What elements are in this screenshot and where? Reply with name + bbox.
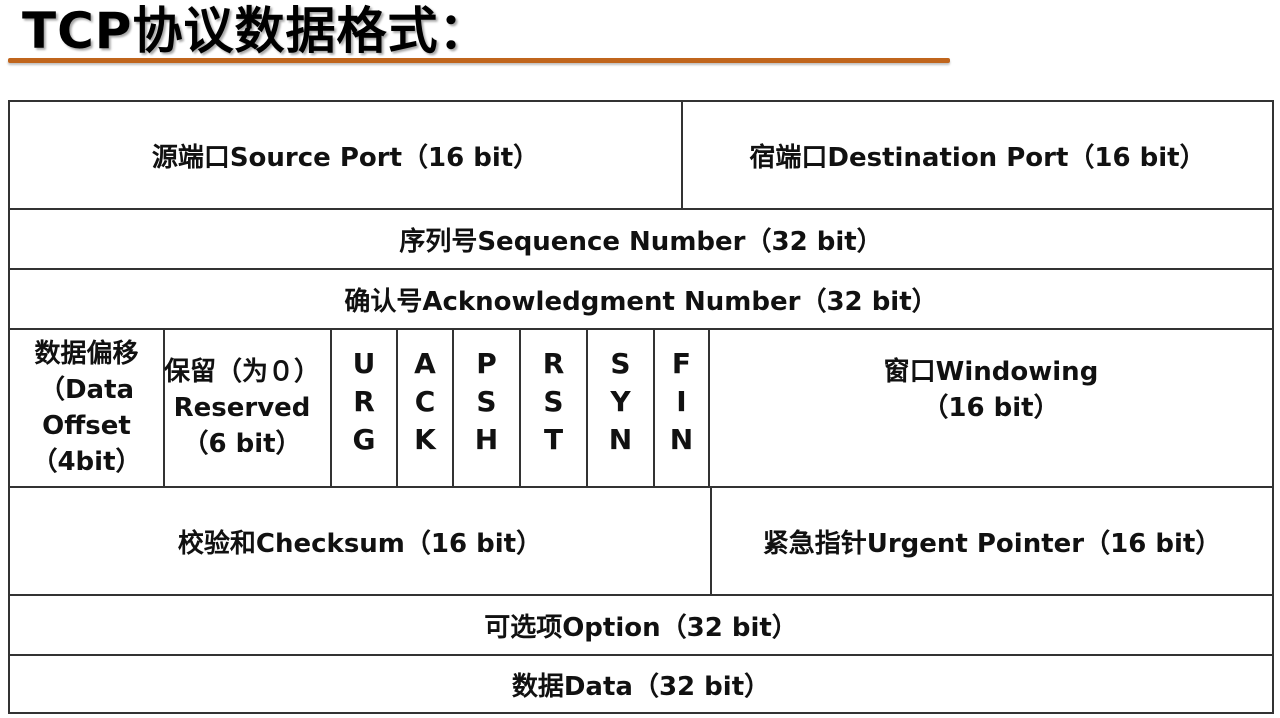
flag-ack: A C K [398,324,452,480]
window-line: 窗口Windowing [883,357,1099,387]
col-divider [330,328,332,486]
flag-letter: I [676,385,687,418]
flag-letter: R [353,385,375,418]
row-divider [10,328,1272,330]
urgent-pointer-field: 紧急指针Urgent Pointer（16 bit） [762,528,1222,559]
col-divider [586,328,588,486]
flag-rst: R S T [521,324,586,480]
col-divider [710,486,712,594]
page-title: TCP协议数据格式： [22,2,490,60]
checksum-field: 校验和Checksum（16 bit） [177,528,543,559]
data-offset-field: 数据偏移 （Data Offset （4bit） [10,330,163,486]
col-divider [163,328,165,486]
flag-letter: S [543,385,564,418]
flag-letter: P [476,347,497,380]
row-divider [10,654,1272,656]
window-line: （16 bit） [922,393,1060,423]
tcp-header-table: 源端口Source Port（16 bit） 宿端口Destination Po… [8,100,1274,714]
flag-letter: F [671,347,692,380]
sequence-number-field: 序列号Sequence Number（32 bit） [399,226,883,257]
row-divider [10,486,1272,488]
reserved-field: 保留（为０） Reserved （6 bit） [151,330,333,486]
flag-letter: K [414,423,436,456]
title-underline [8,58,950,63]
reserved-line: Reserved [173,393,311,423]
acknowledgment-number-field: 确认号Acknowledgment Number（32 bit） [344,286,938,317]
row-divider [10,268,1272,270]
flag-letter: U [352,347,376,380]
flag-letter: C [414,385,436,418]
data-offset-line: （Data [38,375,135,405]
row-divider [10,208,1272,210]
data-offset-line: 数据偏移 [34,339,139,369]
flag-letter: G [352,423,376,456]
col-divider [396,328,398,486]
data-offset-line: （4bit） [31,447,142,477]
flag-letter: H [474,423,499,456]
flag-psh: P S H [454,324,519,480]
col-divider [452,328,454,486]
data-offset-line: Offset [42,411,131,441]
flag-letter: N [608,423,633,456]
flag-letter: S [476,385,497,418]
reserved-line: 保留（为０） [163,357,320,387]
flag-fin: F I N [655,324,708,480]
flag-letter: A [414,347,436,380]
data-field: 数据Data（32 bit） [511,671,771,702]
window-field: 窗口Windowing （16 bit） [710,330,1272,486]
col-divider [653,328,655,486]
option-field: 可选项Option（32 bit） [484,612,798,643]
col-divider [681,102,683,208]
col-divider [708,328,710,486]
flag-letter: S [610,347,631,380]
destination-port-field: 宿端口Destination Port（16 bit） [749,142,1206,173]
flag-syn: S Y N [588,324,653,480]
col-divider [519,328,521,486]
flag-letter: Y [610,385,631,418]
flag-letter: T [543,423,564,456]
flag-urg: U R G [332,324,396,480]
flag-letter: N [669,423,694,456]
source-port-field: 源端口Source Port（16 bit） [151,142,540,173]
flag-letter: R [542,347,565,380]
reserved-line: （6 bit） [182,429,302,459]
row-divider [10,594,1272,596]
